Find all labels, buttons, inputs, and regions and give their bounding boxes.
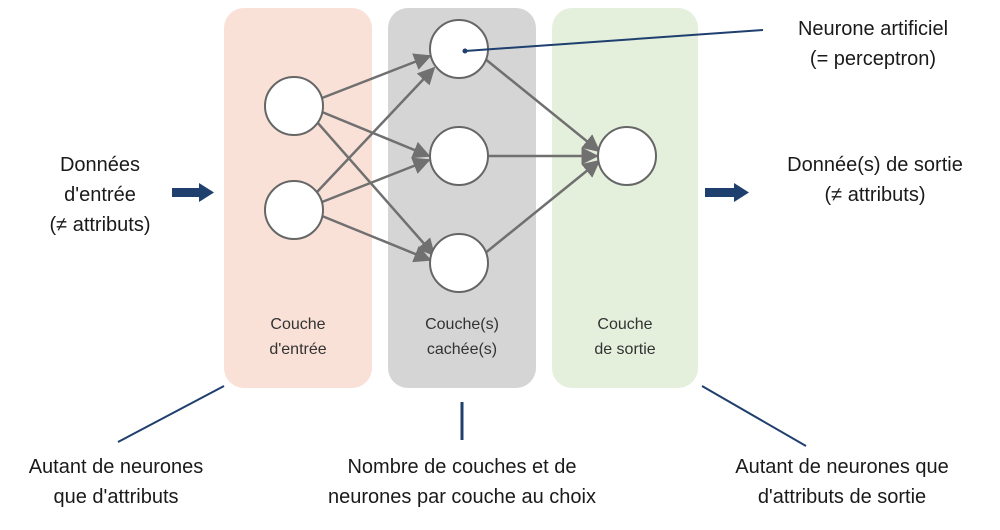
hidden-note-line2: neurones par couche au choix [328, 486, 596, 508]
input-neuron [264, 180, 324, 240]
connection-line [321, 157, 431, 204]
output-layer-panel [552, 8, 698, 388]
hidden-note: Nombre de couches et de neurones par cou… [300, 452, 624, 512]
hidden-note-line1: Nombre de couches et de [347, 456, 577, 478]
input-data-line3: (≠ attributs) [49, 214, 151, 236]
neuron-callout: Neurone artificiel (= perceptron) [762, 14, 984, 74]
hidden-layer-panel [388, 8, 536, 388]
input-data-line2: d'entrée [64, 184, 136, 206]
connections [316, 53, 601, 263]
arrow-right-icon [705, 183, 749, 202]
neuron-callout-line2: (= perceptron) [809, 48, 937, 70]
input-layer-line2: d'entrée [269, 340, 327, 358]
output-data-line2: (≠ attributs) [824, 184, 926, 206]
hidden-neuron [429, 126, 489, 186]
output-layer-line1: Couche [597, 316, 653, 333]
input-note: Autant de neurones que d'attributs [0, 452, 232, 512]
neuron-callout-line1: Neurone artificiel [797, 18, 949, 40]
input-note-line2: que d'attributs [53, 486, 179, 508]
connection-line [321, 214, 432, 263]
output-data-label: Donnée(s) de sortie (≠ attributs) [755, 150, 995, 210]
input-data-label: Données d'entrée (≠ attributs) [12, 150, 188, 240]
output-note-line1: Autant de neurones que [735, 456, 949, 478]
perceptron-pointer-line [464, 29, 764, 52]
connection-line [316, 66, 436, 193]
connection-line [316, 121, 436, 257]
connection-line [321, 110, 431, 159]
hidden-layer-label: Couche(s) cachée(s) [388, 313, 536, 363]
input-note-pointer-line [117, 385, 225, 443]
input-layer-line1: Couche [270, 316, 326, 333]
connection-line [483, 159, 601, 255]
output-layer-line2: de sortie [594, 340, 656, 358]
connection-line [483, 57, 601, 153]
output-data-line1: Donnée(s) de sortie [787, 154, 963, 176]
connection-line [321, 53, 432, 100]
input-layer-label: Couche d'entrée [224, 313, 372, 363]
input-data-line1: Données [59, 154, 141, 176]
hidden-layer-line2: cachée(s) [426, 340, 498, 358]
output-note-pointer-line [701, 385, 807, 447]
hidden-layer-line1: Couche(s) [425, 316, 499, 333]
output-neuron [597, 126, 657, 186]
input-note-line1: Autant de neurones [28, 456, 204, 478]
input-neuron [264, 76, 324, 136]
output-layer-label: Couche de sortie [552, 313, 698, 363]
perceptron-pointer-dot [462, 48, 468, 54]
arrow-right-icon [172, 183, 214, 202]
output-note-line2: d'attributs de sortie [757, 486, 927, 508]
neurons [264, 19, 657, 293]
output-note: Autant de neurones que d'attributs de so… [706, 452, 978, 512]
hidden-neuron [429, 233, 489, 293]
